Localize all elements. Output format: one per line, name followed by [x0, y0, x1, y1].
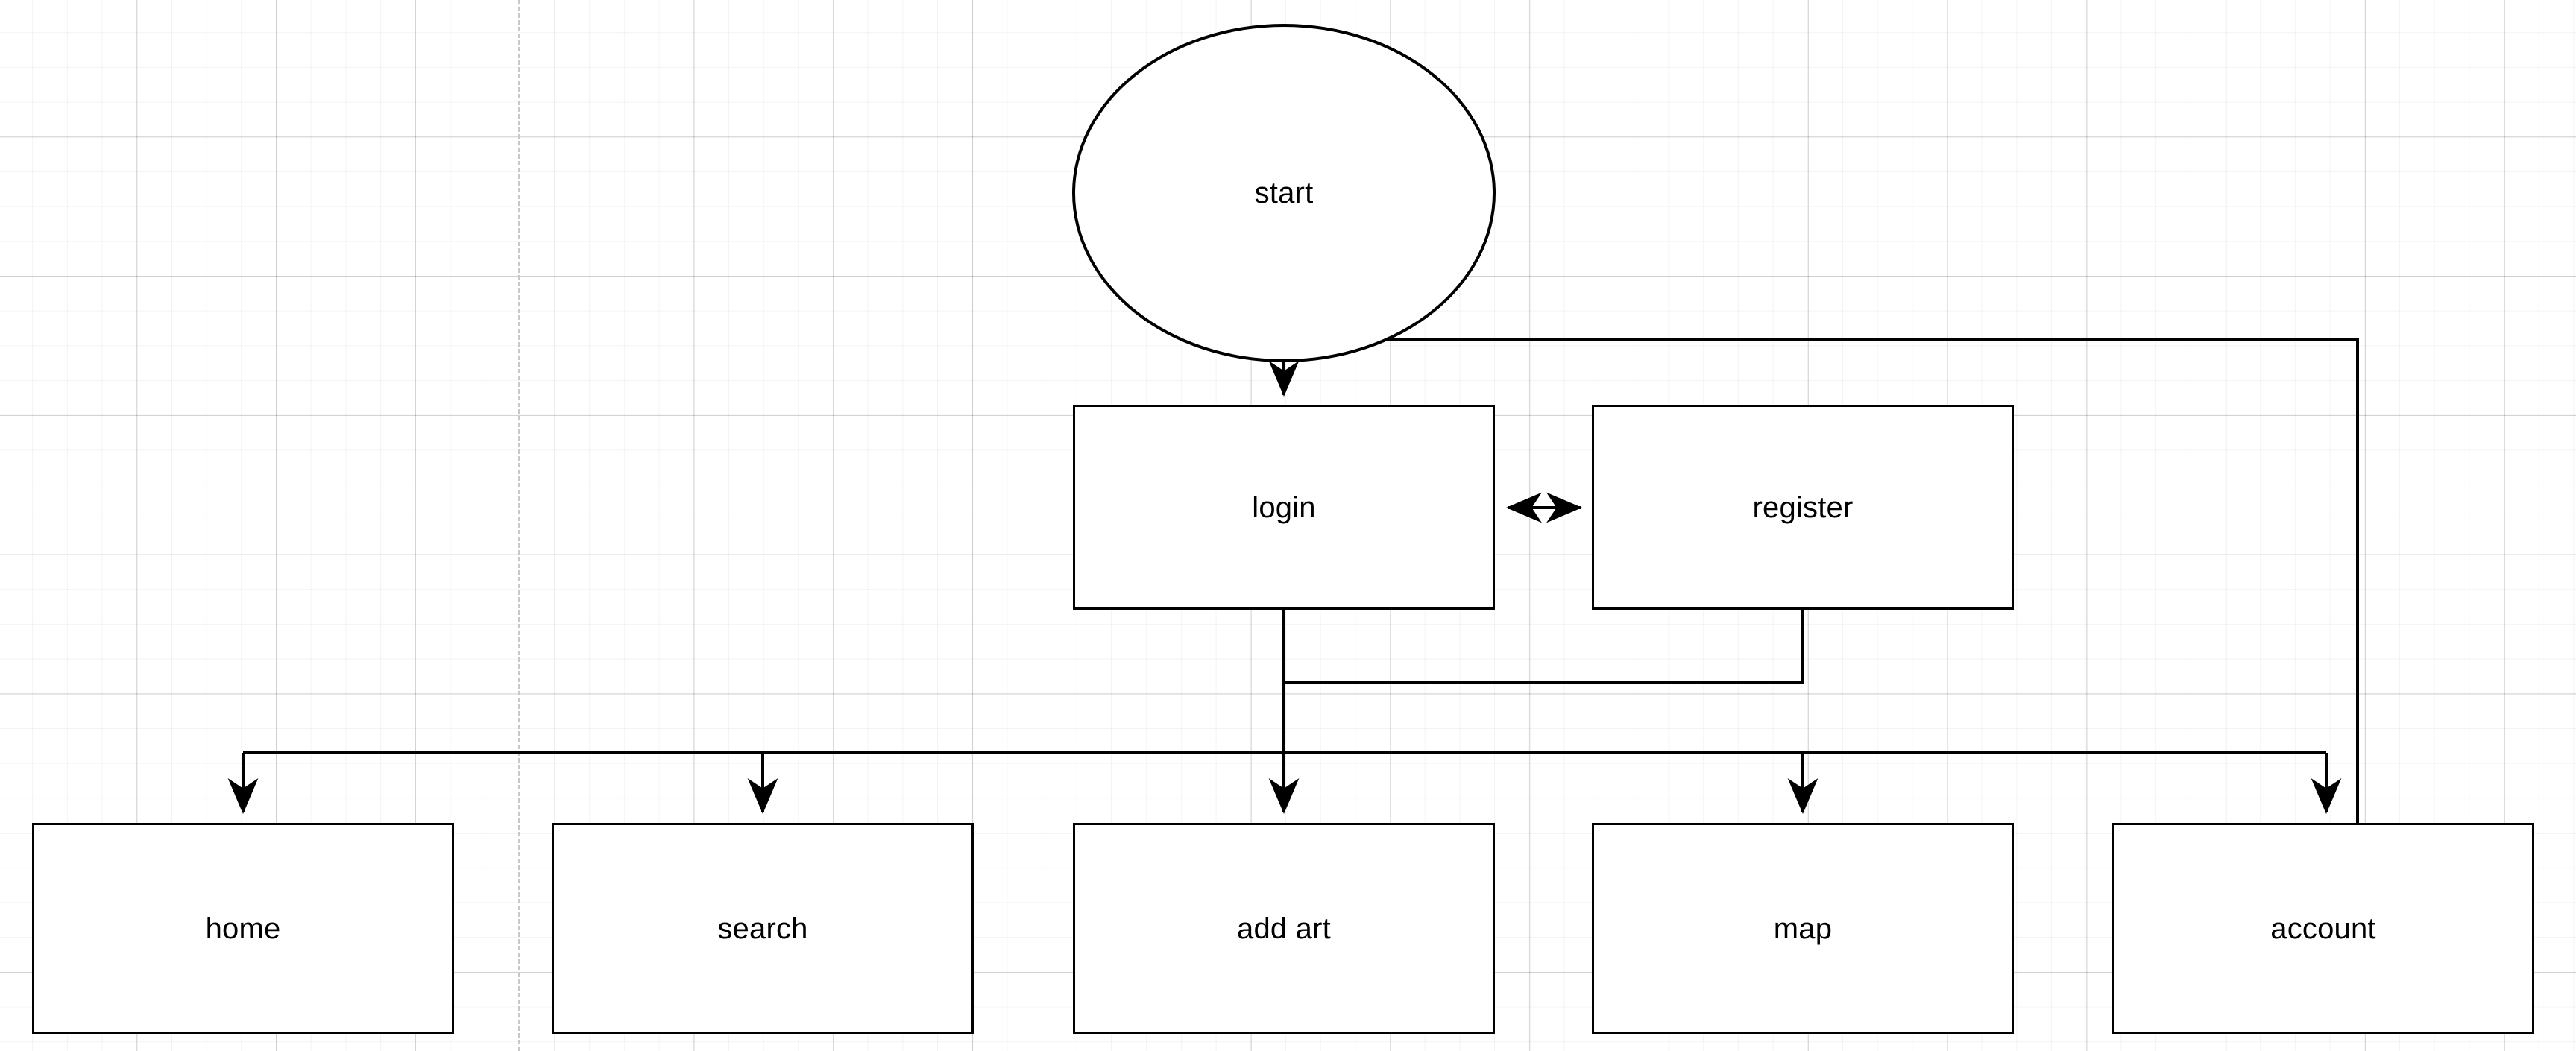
node-home-label: home: [205, 912, 281, 945]
node-map[interactable]: map: [1592, 823, 2014, 1034]
page-break-guide: [518, 0, 520, 1051]
node-search-label: search: [717, 912, 808, 945]
node-account[interactable]: account: [2112, 823, 2534, 1034]
node-map-label: map: [1773, 912, 1833, 945]
node-register[interactable]: register: [1592, 405, 2014, 610]
node-account-label: account: [2270, 912, 2376, 945]
node-add-art[interactable]: add art: [1073, 823, 1495, 1034]
node-start-label: start: [1254, 177, 1314, 209]
node-login[interactable]: login: [1073, 405, 1495, 610]
node-register-label: register: [1752, 490, 1854, 524]
node-login-label: login: [1252, 490, 1316, 524]
node-add-art-label: add art: [1237, 912, 1331, 945]
edge-register-login: [1284, 610, 1804, 684]
node-home[interactable]: home: [32, 823, 454, 1034]
node-search[interactable]: search: [552, 823, 974, 1034]
node-start[interactable]: start: [1072, 24, 1496, 362]
